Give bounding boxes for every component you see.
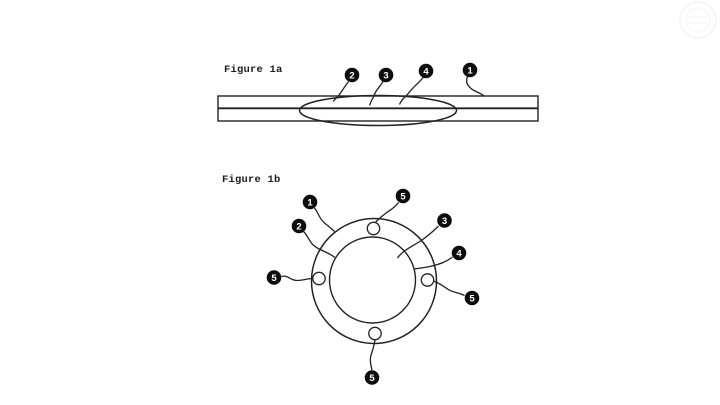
leader-line-1 bbox=[313, 207, 335, 232]
callout-number: 4 bbox=[423, 66, 429, 77]
leader-line-4 bbox=[414, 256, 453, 270]
leader-line-5-top bbox=[374, 202, 400, 223]
callout-3: 3 bbox=[437, 213, 452, 228]
callout-circle bbox=[451, 245, 467, 261]
callout-number: 5 bbox=[469, 293, 475, 304]
leader-line-2 bbox=[332, 81, 350, 102]
leader-line-5-bottom bbox=[369, 339, 376, 371]
lumen-hole-bottom bbox=[368, 326, 382, 341]
callout-circle bbox=[364, 370, 380, 385]
callout-circle bbox=[395, 188, 411, 204]
callout-circle bbox=[344, 67, 360, 83]
callout-circle bbox=[464, 290, 480, 306]
callout-1: 1 bbox=[302, 194, 318, 210]
leader-line-5-right bbox=[433, 280, 465, 297]
callout-circle bbox=[418, 63, 434, 79]
leader-line-5-left bbox=[281, 275, 313, 282]
figure-1b-leaders bbox=[281, 202, 465, 371]
figure-1b: Figure 1b 1 2 bbox=[222, 174, 480, 385]
leader-line-3 bbox=[396, 225, 439, 259]
callout-number: 1 bbox=[307, 197, 313, 208]
figure-1a-leaders bbox=[332, 76, 485, 106]
callout-number: 5 bbox=[369, 373, 375, 384]
callout-circle bbox=[266, 270, 282, 285]
callout-number: 4 bbox=[456, 248, 462, 259]
figure-1b-title: Figure 1b bbox=[222, 174, 281, 186]
callout-circle bbox=[302, 194, 318, 210]
lumen-hole-right bbox=[420, 273, 435, 287]
callout-number: 1 bbox=[467, 65, 473, 76]
figure-1a: Figure 1a 2 3 4 1 bbox=[217, 62, 539, 127]
callout-circle bbox=[462, 62, 478, 78]
callout-3: 3 bbox=[378, 67, 394, 83]
callout-circle bbox=[291, 218, 307, 234]
callout-5-right: 5 bbox=[464, 290, 480, 306]
leader-line-4 bbox=[398, 77, 424, 105]
coating-ellipse bbox=[298, 94, 458, 127]
callout-circle bbox=[437, 213, 452, 228]
lumen-holes bbox=[312, 221, 435, 341]
callout-1: 1 bbox=[462, 62, 478, 78]
callout-number: 3 bbox=[442, 216, 447, 227]
callout-circle bbox=[378, 67, 394, 83]
callout-4: 4 bbox=[451, 245, 467, 261]
callout-number: 3 bbox=[383, 70, 388, 81]
callout-4: 4 bbox=[418, 63, 434, 79]
stippled-core-circle bbox=[328, 236, 417, 324]
callout-5-left: 5 bbox=[266, 270, 282, 285]
leader-line-1 bbox=[465, 76, 485, 97]
callout-number: 5 bbox=[271, 273, 277, 284]
watermark-stamp bbox=[679, 1, 717, 39]
lumen-hole-top bbox=[366, 221, 381, 236]
fiber-tube bbox=[217, 95, 539, 122]
callout-number: 5 bbox=[400, 191, 406, 202]
callout-number: 2 bbox=[349, 70, 354, 81]
leader-line-3 bbox=[368, 81, 384, 106]
figure-1a-title: Figure 1a bbox=[224, 64, 283, 76]
callout-5-bottom: 5 bbox=[364, 370, 380, 385]
callout-2: 2 bbox=[291, 218, 307, 234]
leader-line-2 bbox=[303, 231, 336, 259]
callout-5-top: 5 bbox=[395, 188, 411, 204]
callout-2: 2 bbox=[344, 67, 360, 83]
lumen-hole-left bbox=[312, 271, 326, 286]
callout-number: 2 bbox=[296, 221, 301, 232]
